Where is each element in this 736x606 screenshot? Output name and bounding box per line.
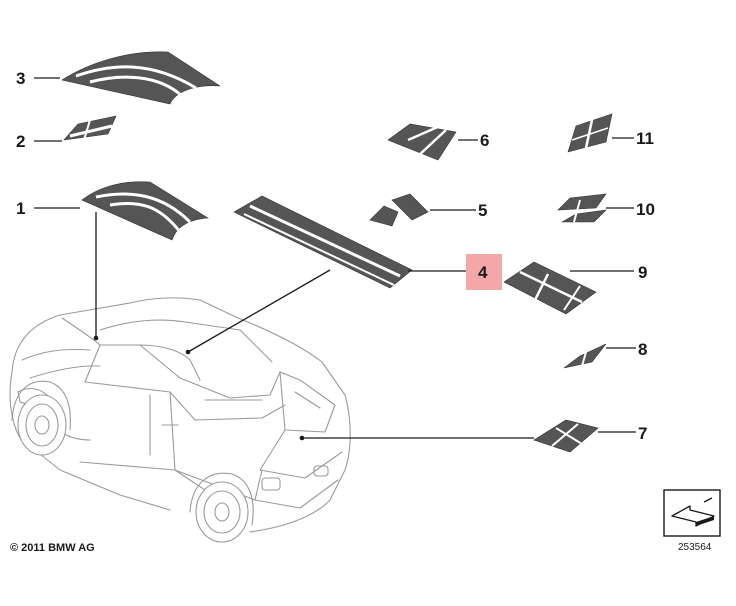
decal-8 xyxy=(563,343,607,369)
decal-1 xyxy=(81,181,209,241)
decal-10 xyxy=(557,193,607,223)
decal-4 xyxy=(233,195,413,289)
highlight-box xyxy=(466,254,502,290)
decal-9 xyxy=(503,261,597,315)
callout-4[interactable]: 4 xyxy=(478,263,488,282)
decal-6 xyxy=(387,123,457,161)
callout-6[interactable]: 6 xyxy=(480,131,489,150)
callout-5[interactable]: 5 xyxy=(478,201,487,220)
callout-1[interactable]: 1 xyxy=(16,199,25,218)
callout-10[interactable]: 10 xyxy=(636,200,655,219)
callout-2[interactable]: 2 xyxy=(16,132,25,151)
callout-9[interactable]: 9 xyxy=(638,263,647,282)
decal-3 xyxy=(61,51,221,105)
copyright-text: © 2011 BMW AG xyxy=(10,542,95,554)
car-illustration xyxy=(9,297,351,543)
leader-lines xyxy=(34,77,636,441)
callout-7[interactable]: 7 xyxy=(638,424,647,443)
decal-2 xyxy=(63,115,117,141)
callout-8[interactable]: 8 xyxy=(638,340,647,359)
callout-11[interactable]: 11 xyxy=(636,129,654,148)
decal-11 xyxy=(567,113,613,153)
decal-5 xyxy=(369,193,429,227)
callout-3[interactable]: 3 xyxy=(16,69,25,88)
catalog-symbol-icon xyxy=(663,489,721,537)
diagram-number: 253564 xyxy=(678,542,712,553)
decal-7 xyxy=(533,419,599,453)
